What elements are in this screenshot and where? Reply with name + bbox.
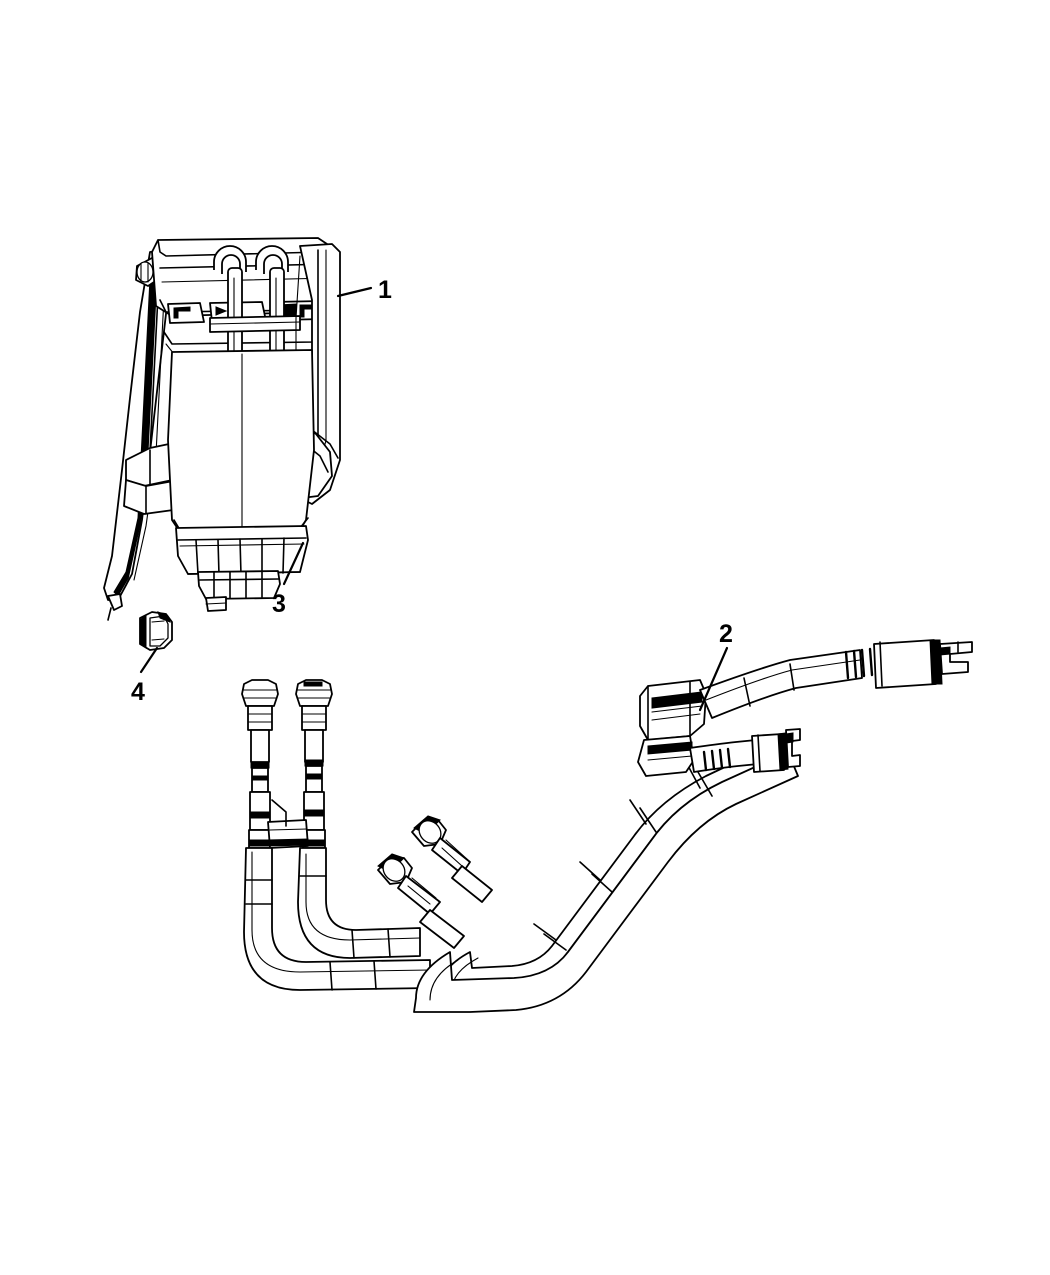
callout-label-4: 4 [131,678,145,706]
leader-line-2 [698,646,729,712]
hose-branch-lower-right [689,728,801,773]
line-retainer-clip [267,799,309,849]
fuel-line-assembly [241,639,973,1013]
mounting-nut [139,611,173,651]
hose-branch-upper-right [699,639,973,719]
quick-connect-upright-a [241,679,279,849]
leader-line-4 [139,646,159,674]
fuel-hose-left [243,847,431,991]
hose-corrugation-secondary [702,747,732,772]
callout-label-1: 1 [378,276,392,304]
hose-corrugation [844,647,874,680]
hose-junction-block [637,679,707,777]
fuel-filter-assembly [103,237,341,621]
filter-canister [167,349,315,533]
callout-label-3: 3 [272,590,286,618]
leader-line-1 [336,286,373,298]
fuel-hose-main-lower [413,751,799,1013]
water-drain-valve [197,570,281,612]
fuel-hose-second [297,847,421,959]
callout-label-2: 2 [719,620,733,648]
leader-line-3 [282,541,305,586]
mid-line-fittings [377,815,493,949]
filter-ribbed-collar [175,525,309,576]
